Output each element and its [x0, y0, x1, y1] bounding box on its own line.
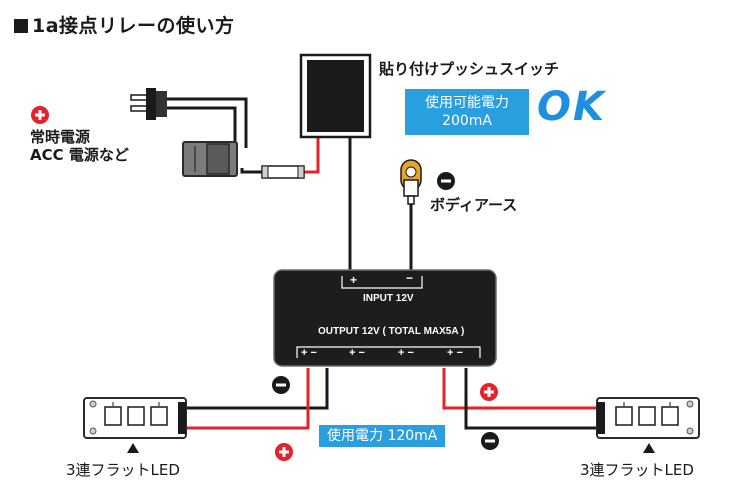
inline-fuse-icon: [261, 165, 305, 179]
left-led-pointer-icon: [127, 443, 139, 453]
connector-to-fuse-wire: [240, 168, 262, 174]
relay-input-label: INPUT 12V: [363, 293, 414, 304]
minus-icon-right-led: [481, 432, 499, 450]
right-led-red-wire: [442, 368, 597, 410]
left-led-black-wire: [185, 368, 329, 410]
title-square-icon: [14, 19, 28, 33]
plus-icon-left-led: [275, 443, 293, 461]
switch-capacity-callout: 使用可能電力 200mA: [405, 89, 529, 135]
right-led-pointer-icon: [643, 443, 655, 453]
led-capacity-callout: 使用電力 120mA: [319, 425, 446, 447]
plus-icon-power: [31, 106, 49, 124]
power-wire-black-inner: [165, 106, 237, 148]
page-title-text: 1a接点リレーの使い方: [32, 15, 235, 37]
power-plug-icon: [130, 88, 167, 120]
switch-capacity-line1: 使用可能電力: [425, 95, 509, 111]
left-led-red-wire: [185, 368, 310, 430]
right-led-black-wire: [464, 368, 597, 430]
ok-badge: OK: [537, 84, 606, 130]
relay-output-terminal-3: + −: [398, 347, 414, 359]
relay-input-plus: +: [350, 273, 358, 287]
switch-label: 貼り付けプッシュスイッチ: [379, 60, 560, 78]
right-led-label: 3連フラットLED: [580, 461, 694, 479]
push-switch-icon: [299, 53, 372, 139]
body-earth-terminal-icon: [400, 159, 422, 205]
relay-module: [273, 269, 497, 367]
relay-output-terminal-2: + −: [349, 347, 365, 359]
power-source-label: 常時電源 ACC 電源など: [30, 128, 129, 164]
wire-connector-icon: [182, 141, 238, 177]
switch-capacity-line2: 200mA: [442, 113, 492, 129]
fuse-to-switch-red-wire: [304, 135, 320, 174]
relay-output-terminal-1: + −: [301, 347, 317, 359]
relay-input-minus: −: [406, 271, 414, 285]
power-source-line1: 常時電源: [30, 128, 91, 146]
minus-icon-left-led: [272, 376, 290, 394]
left-led-strip-icon: [83, 397, 187, 439]
left-led-label: 3連フラットLED: [66, 461, 180, 479]
relay-output-label: OUTPUT 12V ( TOTAL MAX5A ): [318, 326, 465, 337]
body-earth-label: ボディアース: [430, 196, 518, 214]
power-wire-black-outer: [165, 97, 248, 148]
page-title: 1a接点リレーの使い方: [14, 11, 235, 38]
power-source-line2: ACC 電源など: [30, 146, 129, 164]
relay-output-terminal-4: + −: [447, 347, 463, 359]
right-led-strip-icon: [596, 397, 700, 439]
power-wire-white: [165, 102, 241, 148]
minus-icon-earth: [437, 172, 455, 190]
plus-icon-right-led: [480, 383, 498, 401]
